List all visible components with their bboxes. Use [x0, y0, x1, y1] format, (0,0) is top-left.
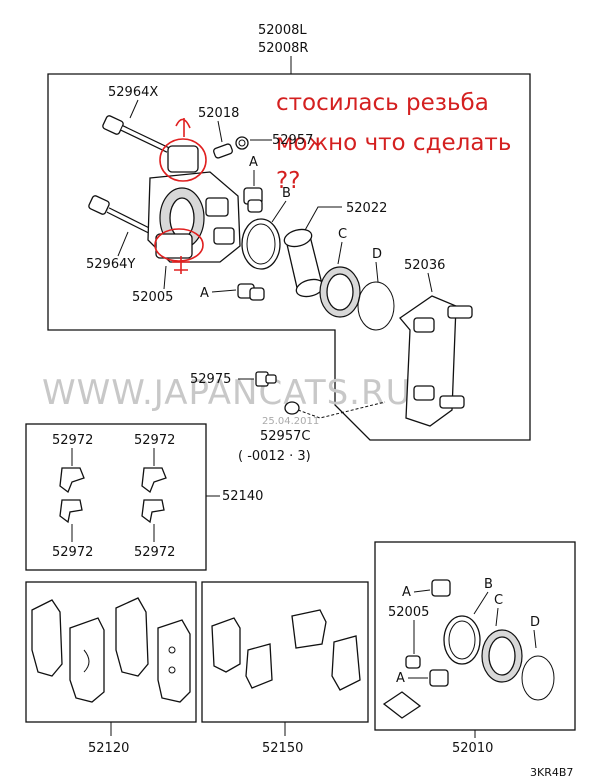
pad-clip-top-left	[59, 448, 85, 494]
dust-boot-c	[319, 266, 361, 318]
label-clip-kit: 52140	[222, 489, 263, 504]
red-mark-lower	[172, 256, 190, 274]
caliper-piston	[283, 228, 325, 298]
label-bolt-lower: 52964Y	[86, 257, 135, 272]
brake-pad-set	[31, 597, 191, 703]
ref-c: C	[338, 227, 347, 242]
label-bleeder: 52975	[190, 372, 231, 387]
red-arrow-upper	[175, 118, 191, 137]
seal-kit-ref-a-upper: A	[402, 585, 411, 600]
bleeder-screw	[255, 371, 277, 387]
boot-a-upper	[243, 187, 263, 213]
seal-kit-ring-b	[443, 615, 481, 665]
leader-seal-kit-d	[533, 629, 537, 649]
clip-label-top-right: 52972	[134, 433, 175, 448]
leader-bolt-lower	[117, 231, 129, 257]
caliper-bracket	[399, 295, 473, 427]
leader-ref-b	[271, 200, 287, 223]
bleeder-cap-date-range: ( -0012 · 3)	[238, 449, 311, 464]
red-circle-upper	[159, 138, 207, 182]
leader-ref-a-lower	[211, 289, 237, 293]
diagram-code: 3KR4B7	[530, 766, 573, 779]
leader-seal-kit-a-upper	[413, 589, 431, 593]
label-boot-kit: 52005	[132, 290, 173, 305]
seal-kit-ref-b: B	[484, 577, 493, 592]
caliper-body	[147, 145, 241, 263]
pad-clip-bottom-right	[141, 499, 165, 542]
guide-bolt-lower	[88, 195, 154, 235]
boot-a-lower	[237, 283, 265, 301]
note-line-3: ??	[276, 168, 300, 194]
seal-kit-bushing	[405, 655, 421, 669]
watermark-text: WWW.JAPANCATS.RU	[42, 373, 412, 413]
leader-seal-kit-c	[495, 607, 499, 627]
ref-d: D	[372, 247, 382, 262]
anti-squeal-shims	[211, 609, 361, 691]
retaining-ring-d	[357, 281, 395, 331]
pad-clip-top-right	[141, 448, 167, 494]
dust-cap-small	[235, 136, 249, 150]
red-circle-lower	[154, 228, 204, 262]
note-line-1: стосилась резьба	[276, 90, 489, 116]
label-bleeder-cap: 52957C	[260, 429, 310, 444]
bleeder-cap	[284, 401, 300, 415]
leader-bracket	[427, 272, 433, 293]
leader-ref-c	[337, 241, 343, 265]
leader-boot-kit	[163, 265, 167, 290]
assembly-code-left: 52008L	[258, 23, 307, 38]
seal-kit-boot-lower	[429, 669, 449, 687]
note-line-2: можно что сделать	[276, 130, 511, 156]
sleeve-bushing	[213, 143, 233, 159]
label-bushing-upper: 52018	[198, 106, 239, 121]
pad-clip-bottom-left	[59, 499, 83, 542]
grease-packet	[382, 691, 422, 719]
leader-bolt-upper	[129, 99, 139, 119]
seal-kit-ref-a-lower: A	[396, 671, 405, 686]
label-seal-kit: 52010	[452, 741, 493, 756]
label-cap: 52957	[272, 133, 313, 148]
seal-kit-boot-upper	[431, 579, 451, 597]
clip-kit-box	[25, 423, 207, 571]
assembly-code-right: 52008R	[258, 41, 308, 56]
clip-label-bottom-right: 52972	[134, 545, 175, 560]
clip-label-top-left: 52972	[52, 433, 93, 448]
leader-ref-d	[375, 261, 379, 283]
label-bolt-upper: 52964X	[108, 85, 158, 100]
seal-kit-label-boot: 52005	[388, 605, 429, 620]
seal-ring-b	[241, 218, 281, 270]
date-stamp: 25.04.2011	[262, 416, 319, 427]
label-piston: 52022	[346, 201, 387, 216]
label-bracket: 52036	[404, 258, 445, 273]
caliper-assembly-frame	[47, 73, 531, 441]
seal-kit-ring-d	[521, 655, 555, 701]
leader-seal-kit-b	[473, 591, 489, 615]
ref-a-upper: A	[249, 155, 258, 170]
leader-bleeder-cap	[297, 401, 386, 419]
clip-label-bottom-left: 52972	[52, 545, 93, 560]
label-shims: 52150	[262, 741, 303, 756]
seal-kit-ref-c: C	[494, 593, 503, 608]
leader-bushing-upper	[217, 120, 223, 143]
ref-b: B	[282, 186, 291, 201]
seal-kit-ref-d: D	[530, 615, 540, 630]
guide-bolt-upper	[102, 115, 170, 153]
label-pads: 52120	[88, 741, 129, 756]
ref-a-lower: A	[200, 286, 209, 301]
leader-piston	[303, 206, 342, 233]
